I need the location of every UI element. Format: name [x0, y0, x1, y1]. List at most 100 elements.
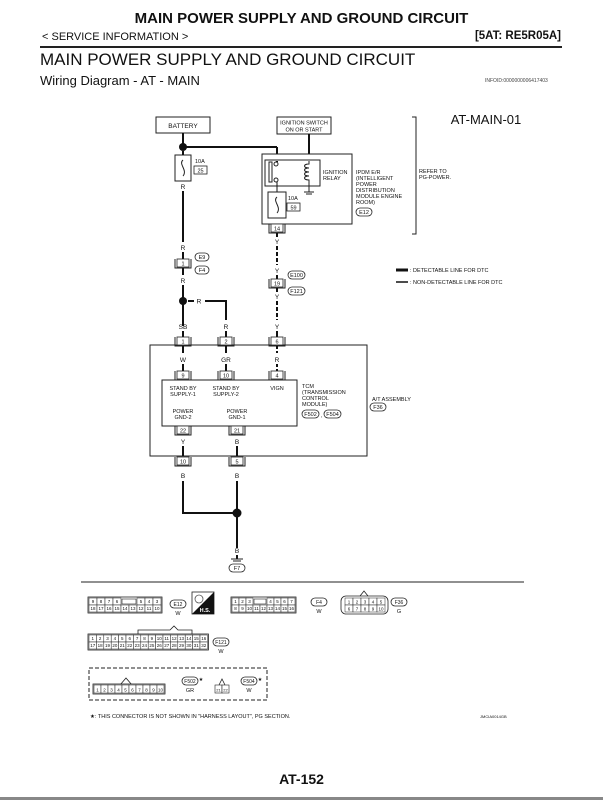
connector-f4-pin-label: 5 — [276, 599, 279, 604]
fuse-59-rating: 10A — [288, 196, 298, 202]
connector-e12-pin-label: 15 — [114, 606, 120, 611]
connector-f121-pin-label: 8 — [143, 636, 146, 641]
tcm-name-1: TCM — [302, 384, 314, 390]
connector-f36-color: G — [397, 609, 401, 615]
connector-f121-pin-label: 3 — [106, 636, 109, 641]
page-heading: MAIN POWER SUPPLY AND GROUND CIRCUIT — [40, 50, 416, 69]
connector-f502-pin-label: 10 — [158, 688, 164, 693]
connector-f121-pin-label: 28 — [172, 643, 178, 648]
ground-wire — [182, 481, 237, 514]
connector-f7: F7 — [234, 566, 240, 572]
connector-f4-pin-label: 15 — [282, 606, 288, 611]
connector-f121-pin-label: 7 — [136, 636, 139, 641]
fuse-25-rating: 10A — [195, 159, 205, 165]
pin-e9-1: 1 — [181, 262, 184, 268]
footnote: ★: THIS CONNECTOR IS NOT SHOWN IN "HARNE… — [90, 713, 291, 720]
battery-box: BATTERY — [155, 116, 211, 134]
connector-f36-pin-label: 7 — [356, 607, 359, 612]
pin-at-5: 5 — [235, 460, 238, 466]
connector-f36-pin-label: 2 — [356, 600, 359, 605]
connector-f502-pin-label: 3 — [110, 688, 113, 693]
wire-color-r: R — [181, 245, 186, 252]
connector-f4-id: F4 — [316, 600, 322, 606]
tcm-vign-label: VIGN — [270, 386, 283, 392]
tcm-name-2: (TRANSMISSION — [302, 390, 346, 396]
connector-f4-key — [253, 598, 267, 605]
connector-f502-tag — [181, 676, 199, 686]
tcm-name-3: CONTROL — [302, 396, 329, 402]
connector-f504-latch — [218, 678, 226, 686]
ignition-relay-label-2: RELAY — [323, 176, 341, 182]
legend-detectable: : DETECTABLE LINE FOR DTC — [410, 268, 488, 274]
tcm-gnd-2-label-2: GND-2 — [174, 415, 191, 421]
not-shown-connectors-box — [88, 667, 268, 701]
connector-e12-pin-label: 7 — [108, 599, 111, 604]
connector-f121-pin-label: 10 — [157, 636, 163, 641]
connector-f4: F4 — [199, 268, 205, 274]
refer-bracket — [412, 116, 417, 235]
connector-f36-pin-label: 8 — [364, 607, 367, 612]
connector-f4-pin-label: 8 — [234, 606, 237, 611]
connector-f121-pin-label: 27 — [164, 643, 170, 648]
wire-color-b: B — [235, 473, 239, 480]
connector-f504-pin-label: 21 — [216, 688, 221, 693]
connector-f121-pin-label: 31 — [194, 643, 200, 648]
connector-f502-pin-label: 7 — [138, 688, 141, 693]
harness-side-icon: H.S. — [191, 591, 215, 615]
connector-e12-pin-label: 17 — [98, 606, 104, 611]
connector-f36-pin-label: 5 — [380, 600, 383, 605]
wire-color-b: B — [181, 473, 185, 480]
connector-f121-pin-label: 6 — [128, 636, 131, 641]
wire-color-r: R — [197, 299, 202, 306]
wire-color-y: Y — [275, 268, 280, 275]
pin-ipdm-14: 14 — [274, 227, 280, 233]
connector-f4-pin-label: 16 — [289, 606, 295, 611]
wire-color-y: Y — [275, 324, 280, 331]
wire-color-r: R — [275, 357, 280, 364]
connector-f121-pin-label: 1 — [91, 636, 94, 641]
connector-f121-latch — [137, 625, 193, 635]
connector-f121-pin-label: 16 — [201, 636, 207, 641]
info-id: INFOID:0000000006417403 — [485, 78, 548, 84]
footer-rule — [0, 797, 603, 800]
connector-f121-pin-label: 25 — [149, 643, 155, 648]
tcm-standby-1-label-1: STAND BY — [169, 386, 196, 392]
connector-f36-pin-label: 1 — [348, 600, 351, 605]
connector-f121-pin-label: 14 — [186, 636, 192, 641]
wire-color-sb: SB — [179, 324, 188, 331]
connector-f121-pin-label: 5 — [121, 636, 124, 641]
connector-f4-pin — [287, 604, 296, 613]
connector-f121-pin-label: 23 — [135, 643, 141, 648]
connector-f36-pin — [376, 604, 386, 613]
ignition-switch-label-2: ON OR START — [285, 128, 323, 134]
connector-f121-pin-label: 21 — [120, 643, 126, 648]
connector-f121-id: F121 — [215, 640, 227, 646]
fuse-25: 10A 25 — [174, 154, 208, 182]
connector-f502-latch — [119, 677, 133, 686]
connector-f504-pin — [221, 684, 230, 694]
connector-e12-pin — [152, 604, 162, 613]
wire-color-w: W — [180, 357, 187, 364]
battery-label: BATTERY — [168, 123, 198, 130]
connector-f4-pin-label: 14 — [275, 606, 281, 611]
header-section: < SERVICE INFORMATION > — [42, 31, 189, 43]
connector-f121-pin-label: 19 — [105, 643, 111, 648]
connector-f4-pin-label: 6 — [283, 599, 286, 604]
tcm-standby-2-label-2: SUPPLY-2 — [213, 392, 239, 398]
ipdm-label-3: POWER — [356, 182, 377, 188]
connector-f121-pin-label: 26 — [157, 643, 163, 648]
splice-point — [179, 297, 187, 305]
connector-e12-pin-label: 6 — [116, 599, 119, 604]
connector-f502-pin-label: 1 — [96, 688, 99, 693]
wire-color-y: Y — [275, 239, 280, 246]
refer-to-label-2: PG-POWER. — [419, 175, 452, 181]
wire-color-gr: GR — [221, 357, 231, 364]
connector-f121-pin-label: 9 — [151, 636, 154, 641]
connector-f502-id: F502 — [184, 679, 196, 685]
connector-f4-pin-label: 2 — [241, 599, 244, 604]
ipdm-er-module: IGNITION RELAY 10A 59 IPDM E/R (INTELLIG… — [261, 153, 402, 225]
figure-code: JMCIA0014GB — [480, 714, 507, 719]
pin-at-2: 2 — [224, 340, 227, 346]
connector-e12-tag — [169, 599, 187, 609]
